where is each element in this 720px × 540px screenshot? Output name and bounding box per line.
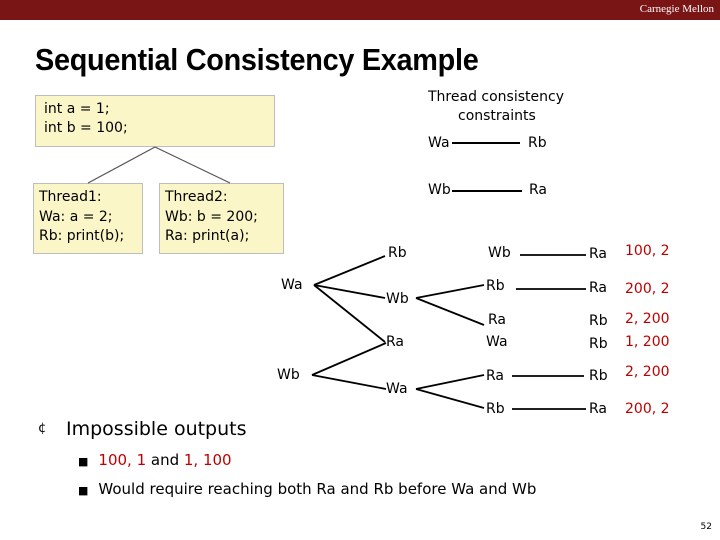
slide-title: Sequential Consistency Example bbox=[35, 42, 479, 77]
output-value: 1, 200 bbox=[625, 334, 670, 350]
thread2-code-box: Thread2: Wb: b = 200; Ra: print(a); bbox=[159, 183, 284, 254]
branch-wb-rb bbox=[415, 284, 485, 299]
output-value: 2, 200 bbox=[625, 364, 670, 380]
output-value: 2, 200 bbox=[625, 311, 670, 327]
bullet-sub-1: ■ 100, 1 and 1, 100 bbox=[78, 451, 232, 469]
bullet-main: Impossible outputs bbox=[66, 418, 247, 440]
constraint-2-to: Ra bbox=[529, 182, 547, 198]
branch-wb-wa bbox=[311, 374, 387, 390]
tree-level4-node: Rb bbox=[589, 336, 608, 352]
constraint-1-from: Wa bbox=[428, 135, 450, 151]
tree-level3-node: Rb bbox=[486, 278, 505, 294]
brand-label: Carnegie Mellon bbox=[639, 3, 714, 15]
bullet-sub-2: ■ Would require reaching both Ra and Rb b… bbox=[78, 480, 536, 498]
tree-level2-node: Ra bbox=[386, 334, 404, 350]
constraints-title-line2: constraints bbox=[458, 108, 536, 124]
bullet-sub-2-text: Would require reaching both Ra and Rb be… bbox=[98, 480, 537, 498]
bullet-ring-icon: ¢ bbox=[38, 421, 47, 436]
square-bullet-icon: ■ bbox=[78, 455, 89, 468]
tree-level3-node: Rb bbox=[486, 401, 505, 417]
header-bar: Carnegie Mellon bbox=[0, 0, 720, 20]
thread1-code-box: Thread1: Wa: a = 2; Rb: print(b); bbox=[33, 183, 143, 254]
square-bullet-icon: ■ bbox=[78, 484, 89, 497]
tree-level3-node: Ra bbox=[486, 368, 504, 384]
connector-init-thread2 bbox=[154, 146, 231, 184]
branch-wa-wb bbox=[313, 284, 386, 299]
tree-level3-node: Wb bbox=[488, 245, 511, 261]
constraints-title-line1: Thread consistency bbox=[428, 89, 564, 105]
tree-level4-node: Rb bbox=[589, 313, 608, 329]
tree-level3-node: Ra bbox=[488, 312, 506, 328]
tree-level3-node: Wa bbox=[486, 334, 508, 350]
branch-wa-ra bbox=[313, 284, 386, 343]
tree-level2-node: Rb bbox=[388, 245, 407, 261]
branch-wa-ra2 bbox=[415, 374, 485, 390]
constraint-1-to: Rb bbox=[528, 135, 547, 151]
output-value: 200, 2 bbox=[625, 281, 670, 297]
constraint-2-from: Wb bbox=[428, 182, 451, 198]
tree-level4-node: Ra bbox=[589, 246, 607, 262]
branch-wb-ra bbox=[311, 342, 387, 376]
tree-level4-node: Ra bbox=[589, 401, 607, 417]
output-value: 100, 2 bbox=[625, 243, 670, 259]
tree-root-wb: Wb bbox=[277, 367, 300, 383]
impossible-output-1: 100, 1 bbox=[98, 451, 147, 469]
tree-level4-node: Ra bbox=[589, 280, 607, 296]
init-code-box: int a = 1; int b = 100; bbox=[35, 95, 275, 147]
output-value: 200, 2 bbox=[625, 401, 670, 417]
branch-wa-rb2 bbox=[415, 388, 485, 409]
branch-wb-ra2 bbox=[415, 297, 485, 326]
tree-level2-node: Wb bbox=[386, 291, 409, 307]
connector-init-thread1 bbox=[87, 146, 156, 184]
tree-level2-node: Wa bbox=[386, 381, 408, 397]
and-text: and bbox=[146, 451, 184, 469]
tree-root-wa: Wa bbox=[281, 277, 303, 293]
branch-wa-rb bbox=[313, 255, 386, 286]
tree-level4-node: Rb bbox=[589, 368, 608, 384]
impossible-output-2: 1, 100 bbox=[183, 451, 232, 469]
page-number: 52 bbox=[700, 522, 712, 532]
